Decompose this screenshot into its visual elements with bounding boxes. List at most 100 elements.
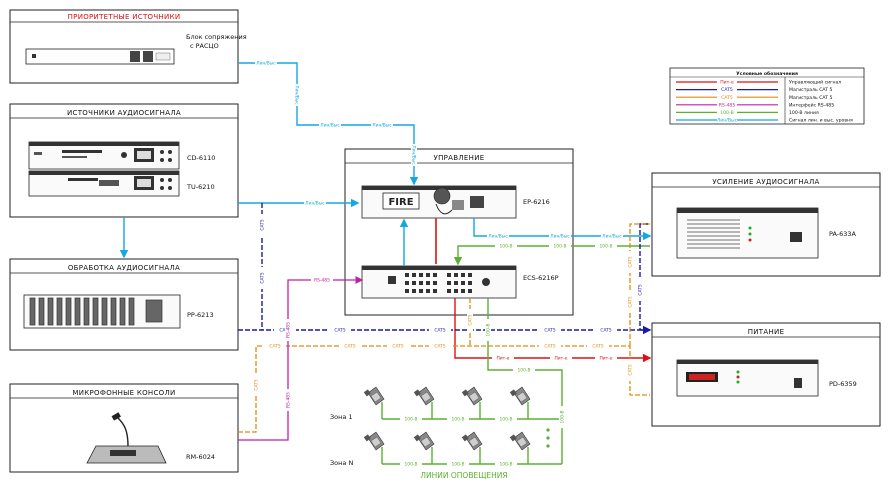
cd-player-device xyxy=(28,141,180,170)
speaker-icon xyxy=(461,431,483,451)
wire-tag: 100-В xyxy=(559,406,566,428)
wire-tag-label: Пит-е xyxy=(555,356,568,362)
fire-label: FIRE xyxy=(388,197,413,208)
block-power: ПИТАНИЕ PD-6359 xyxy=(651,322,881,427)
zone-1-label: Зона 1 xyxy=(330,413,353,421)
speaker-icon xyxy=(413,386,435,406)
wire-tag-label: CAT5 xyxy=(638,284,644,295)
wire-tag: 100-В xyxy=(513,367,535,374)
legend-tag: Пит-е xyxy=(720,80,734,86)
legend-desc: Управляющий сигнал xyxy=(789,79,841,86)
mic-model-label: RM-6024 xyxy=(186,453,215,461)
speaker-icon xyxy=(363,386,385,406)
wire-tag: 100-В xyxy=(485,319,492,341)
wire-amp-to-control-green xyxy=(453,245,650,266)
wire-tag-label: Лин/Выс xyxy=(305,201,325,207)
block-control: УПРАВЛЕНИЕ FIRE EP-6216 ECS-6216P xyxy=(344,148,574,316)
wire-tag: CAT5 xyxy=(539,343,561,350)
legend-tag: 100-В xyxy=(720,110,734,116)
wire-tag: CAT5 xyxy=(387,343,409,350)
tuner-model-label: TU-6210 xyxy=(186,183,215,191)
wire-tag: 100-В xyxy=(495,461,517,468)
wire-tag-label: 100-В xyxy=(486,324,492,337)
wire-tag: 100-В xyxy=(495,243,517,250)
wire-tag-label: CAT5 xyxy=(260,219,266,230)
priority-title: ПРИОРИТЕТНЫЕ ИСТОЧНИКИ xyxy=(68,13,181,21)
wire-tag-label: Лин/Выс xyxy=(256,61,276,67)
wire-tag-label: Пит-е xyxy=(497,356,510,362)
wire-tag: CAT5 xyxy=(627,359,634,381)
wire-emergency-to-amp xyxy=(473,218,652,241)
wire-tag-label: 100-В xyxy=(560,411,566,424)
priority-device-label-1: Блок сопряжения xyxy=(186,33,247,41)
legend-desc: Интерфейс RS-485 xyxy=(789,101,834,108)
wire-tag-label: Лин/Выс xyxy=(293,85,299,105)
wire-tag-label: Лин/Выс xyxy=(488,234,508,240)
wire-tag: CAT5 xyxy=(429,327,451,334)
wire-tag-label: 100-В xyxy=(405,417,418,423)
wire-tag-label: RS-485 xyxy=(286,392,292,408)
wire-tag: 100-В xyxy=(400,416,422,423)
wire-tag: Пит-е xyxy=(550,355,572,362)
wire-tag-label: CAT5 xyxy=(468,314,474,325)
wire-tag: 100-В xyxy=(447,416,469,423)
wire-tag-label: CAT5 xyxy=(544,328,555,334)
wire-tag-label: CAT5 xyxy=(392,344,403,350)
legend-desc: Магистраль CAT 5 xyxy=(789,87,832,93)
legend-tag: Лин/Выс xyxy=(717,118,738,124)
wire-tag-label: 100-В xyxy=(405,462,418,468)
wire-tag-label: CAT5 xyxy=(269,344,280,350)
speakers xyxy=(363,386,550,451)
legend-desc: Сигнал лин. и выс. уровня xyxy=(789,118,853,124)
wire-tag-label: Пит-е xyxy=(600,356,613,362)
priority-device-label-2: с РАСЦО xyxy=(190,42,219,50)
wire-tag-label: CAT5 xyxy=(592,344,603,350)
wire-tag: CAT5 xyxy=(329,327,351,334)
zone-n-label: Зона N xyxy=(330,459,353,467)
wire-tag: CAT5 xyxy=(467,309,474,331)
processing-title: ОБРАБОТКА АУДИОСИГНАЛА xyxy=(68,264,180,272)
speaker-lines xyxy=(381,402,562,465)
block-priority: ПРИОРИТЕТНЫЕ ИСТОЧНИКИ Блок сопряжения с… xyxy=(9,9,247,84)
wire-tag: Лин/Выс xyxy=(304,200,326,207)
block-mic: МИКРОФОННЫЕ КОНСОЛИ RM-6024 xyxy=(9,383,239,473)
speaker-icon xyxy=(413,431,435,451)
wire-tag: CAT5 xyxy=(627,291,634,313)
wire-tag-label: CAT5 xyxy=(628,296,634,307)
wire-tag-label: CAT5 xyxy=(254,379,260,390)
wire-tag: CAT5 xyxy=(587,343,609,350)
control-title: УПРАВЛЕНИЕ xyxy=(434,154,485,162)
wire-tag: Лин/Выс xyxy=(410,144,417,166)
wire-tag: 100-В xyxy=(495,416,517,423)
wire-tag: CAT5 xyxy=(627,251,634,273)
wire-tag: CAT5 xyxy=(253,374,260,396)
wire-tag: Лин/Выс xyxy=(487,233,509,240)
wire-tag-label: CAT5 xyxy=(260,272,266,283)
wire-tag: CAT5 xyxy=(595,327,617,334)
wire-tag-label: Лин/Выс xyxy=(550,234,570,240)
amp-title: УСИЛЕНИЕ АУДИОСИГНАЛА xyxy=(712,178,819,186)
wire-tag-label: CAT5 xyxy=(434,344,445,350)
wire-tag-label: 100-В xyxy=(452,462,465,468)
lines-label: ЛИНИИ ОПОВЕЩЕНИЯ xyxy=(420,471,507,480)
speaker-icon xyxy=(461,386,483,406)
mic-console-device xyxy=(86,412,167,464)
legend-title: Условные обозначения xyxy=(736,70,798,77)
speaker-icon xyxy=(509,431,531,451)
wire-tag: Лин/Выс xyxy=(255,60,277,67)
power-title: ПИТАНИЕ xyxy=(748,328,785,336)
wire-tag-label: RS-485 xyxy=(314,278,330,284)
wire-tag-label: Лин/Выс xyxy=(320,123,340,129)
block-processing: ОБРАБОТКА АУДИОСИГНАЛА PP-6213 xyxy=(9,258,239,351)
amp-model-label: PA-633A xyxy=(829,230,857,238)
block-amp: УСИЛЕНИЕ АУДИОСИГНАЛА PA-633A xyxy=(651,172,881,277)
wire-tag: Пит-е xyxy=(492,355,514,362)
wire-tag-label: CAT5 xyxy=(434,328,445,334)
wire-tag-label: 100-В xyxy=(452,417,465,423)
wire-tag: CAT5 xyxy=(259,267,266,289)
wire-tag: Лин/Выс xyxy=(293,84,300,106)
legend-tag: RS-485 xyxy=(719,102,736,108)
microphone-icon xyxy=(433,187,451,205)
wire-tag-label: CAT5 xyxy=(344,344,355,350)
